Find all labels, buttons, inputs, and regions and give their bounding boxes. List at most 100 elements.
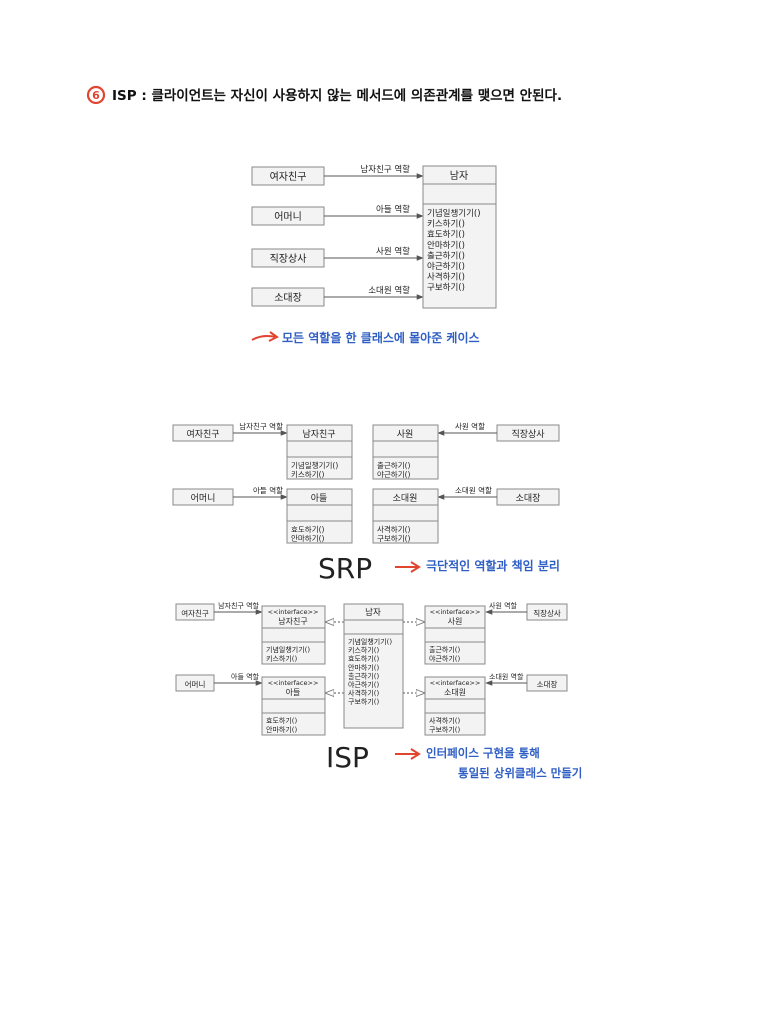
role-label: 사원 역할	[455, 421, 485, 431]
role-label: 소대원 역할	[455, 485, 492, 495]
method-label: 사격하기()	[427, 272, 465, 283]
interface-name: 소대원	[444, 688, 466, 697]
method-label: 구보하기()	[429, 725, 460, 734]
method-label: 안마하기()	[291, 533, 325, 543]
method-label: 키스하기()	[291, 469, 325, 479]
method-label: 출근하기()	[429, 645, 460, 654]
class-name: 사원	[397, 429, 414, 440]
client-label: 어머니	[191, 493, 216, 504]
heading-number: 6	[92, 89, 100, 102]
client-label: 소대장	[516, 493, 541, 504]
method-label: 야근하기()	[377, 469, 411, 479]
client-label: 소대장	[537, 679, 558, 689]
client-label: 어머니	[274, 211, 302, 223]
impl-method-box	[343, 633, 404, 729]
srp-label: SRP	[318, 552, 372, 585]
class-attr-box	[286, 440, 353, 458]
interface-name: 아들	[286, 687, 301, 697]
client-label: 직장상사	[270, 253, 307, 265]
class-name: 남자	[450, 170, 468, 182]
client-label: 소대장	[274, 292, 302, 304]
method-label: 사격하기()	[348, 689, 379, 698]
method-label: 구보하기()	[348, 697, 379, 706]
method-label: 키스하기()	[427, 219, 465, 230]
method-label: 야근하기()	[429, 654, 460, 663]
role-label: 남자친구 역할	[239, 421, 283, 431]
method-label: 구보하기()	[427, 282, 465, 293]
class-method-box	[286, 520, 353, 544]
method-label: 효도하기()	[266, 716, 297, 725]
method-label: 키스하기()	[266, 654, 297, 663]
note-text: 모든 역할을 한 클래스에 몰아준 케이스	[282, 330, 480, 345]
method-label: 안마하기()	[266, 725, 297, 734]
class-method-box	[372, 520, 439, 544]
role-label: 사원 역할	[376, 246, 410, 257]
role-label: 소대원 역할	[489, 672, 524, 681]
note-arrow-head	[410, 748, 421, 760]
impl-attr-box	[343, 619, 404, 635]
role-label: 남자친구 역할	[360, 164, 410, 175]
class-attr-box	[372, 440, 439, 458]
interface-attr-box	[261, 698, 326, 714]
method-label: 기념일챙기기()	[266, 645, 310, 654]
class-name: 소대원	[393, 493, 418, 504]
note-text: 극단적인 역할과 책임 분리	[426, 558, 560, 573]
interface-attr-box	[261, 627, 326, 643]
client-label: 여자친구	[186, 428, 219, 440]
method-label: 사격하기()	[429, 716, 460, 725]
method-label: 야근하기()	[348, 680, 379, 689]
class-attr-box	[286, 504, 353, 522]
note-text-line2: 통일된 상위클래스 만들기	[458, 766, 582, 780]
method-label: 기념일챙기기()	[427, 208, 481, 219]
interface-name: 남자친구	[278, 616, 307, 626]
role-label: 아들 역할	[376, 204, 410, 215]
class-name: 남자친구	[302, 429, 335, 440]
method-label: 효도하기()	[348, 654, 379, 663]
stereotype-label: <<interface>>	[268, 679, 319, 687]
interface-method-box	[261, 712, 326, 736]
method-label: 구보하기()	[377, 533, 411, 543]
class-method-box	[286, 456, 353, 480]
method-label: 안마하기()	[348, 663, 379, 672]
role-label: 아들 역할	[253, 485, 283, 495]
note-arrow-head	[268, 331, 279, 342]
class-method-box	[422, 203, 497, 309]
interface-method-box	[424, 712, 486, 736]
stereotype-label: <<interface>>	[430, 608, 481, 616]
role-label: 남자친구 역할	[218, 601, 259, 610]
client-label: 직장상사	[533, 608, 561, 618]
interface-method-box	[261, 641, 326, 665]
interface-method-box	[424, 641, 486, 665]
note-arrow-stroke	[251, 335, 277, 341]
method-label: 출근하기()	[377, 460, 411, 470]
method-label: 기념일챙기기()	[291, 460, 338, 470]
interface-attr-box	[424, 627, 486, 643]
method-label: 출근하기()	[348, 671, 379, 680]
heading: 6 ISP : 클라이언트는 자신이 사용하지 않는 메서드에 의존관계를 맺으…	[86, 85, 562, 105]
client-label: 직장상사	[511, 429, 545, 440]
role-label: 사원 역할	[489, 601, 518, 610]
interface-attr-box	[424, 698, 486, 714]
heading-number-circle	[86, 85, 106, 105]
impl-name: 남자	[365, 608, 381, 618]
class-method-box	[372, 456, 439, 480]
interface-name: 사원	[448, 617, 463, 626]
method-label: 야근하기()	[427, 261, 465, 272]
class-name: 아들	[311, 493, 328, 504]
client-label: 여자친구	[181, 608, 209, 618]
method-label: 출근하기()	[427, 250, 465, 261]
stereotype-label: <<interface>>	[430, 679, 481, 687]
method-label: 안마하기()	[427, 240, 465, 251]
method-label: 기념일챙기기()	[348, 637, 392, 646]
class-attr-box	[422, 183, 497, 205]
method-label: 효도하기()	[427, 229, 465, 240]
role-label: 소대원 역할	[368, 285, 410, 296]
client-label: 여자친구	[270, 171, 307, 183]
class-attr-box	[372, 504, 439, 522]
note-arrow-head	[410, 561, 421, 573]
note-text-line1: 인터페이스 구현을 통해	[426, 746, 540, 760]
